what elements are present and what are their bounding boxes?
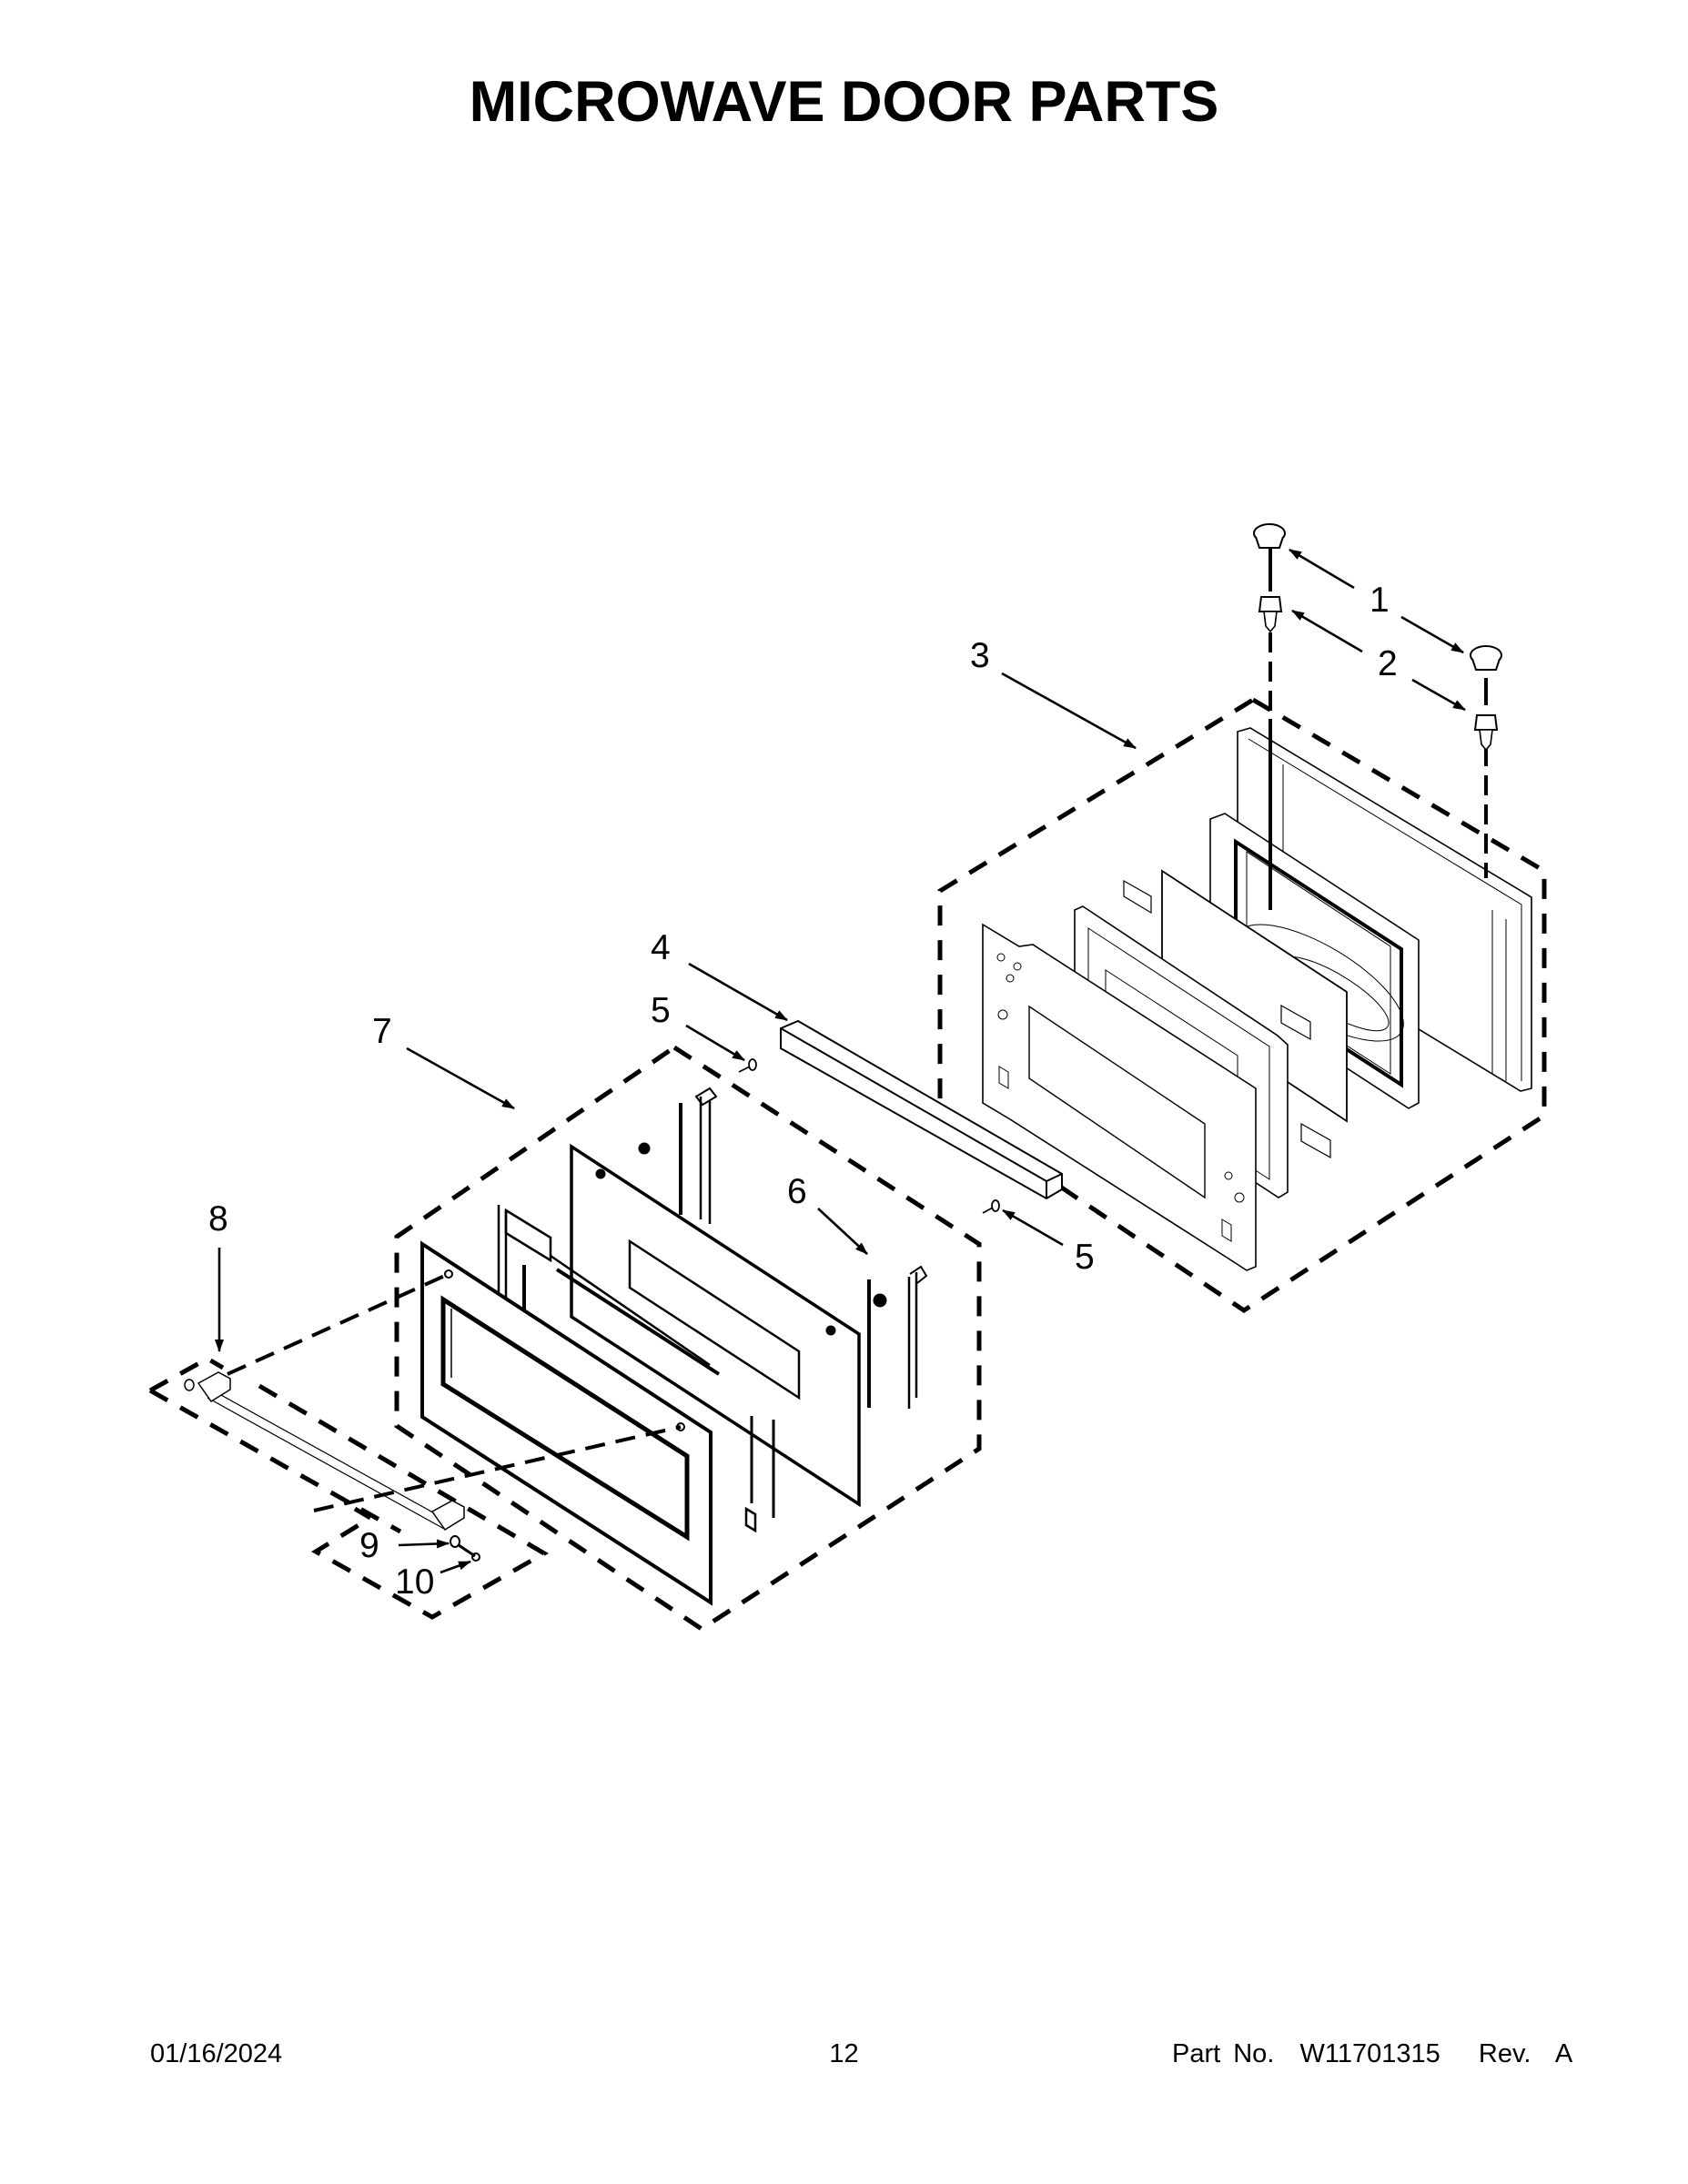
- cap-icon: [1470, 645, 1502, 671]
- handle-boundary: [148, 1356, 549, 1620]
- leader-arrows: [215, 548, 1466, 1574]
- assembly-7-outer-door-group: [394, 1045, 982, 1632]
- assembly-7-boundary: [394, 1045, 982, 1632]
- callout-2: 2: [1378, 644, 1398, 683]
- arrow-7: [406, 1046, 515, 1110]
- screw-icon: [1473, 714, 1499, 752]
- screw-icon: [1258, 596, 1283, 633]
- cap-icon: [1253, 523, 1286, 549]
- arrow-5a: [685, 1024, 745, 1062]
- arrow-10: [440, 1560, 471, 1574]
- outer-door-window: [440, 1295, 690, 1542]
- trim-bar-4: [780, 1019, 1063, 1200]
- arrow-9: [398, 1539, 450, 1549]
- arrow-5b: [1002, 1208, 1064, 1247]
- callout-3: 3: [970, 636, 990, 675]
- callout-1: 1: [1370, 581, 1390, 620]
- callout-8: 8: [208, 1199, 228, 1239]
- arrow-2b: [1411, 678, 1466, 712]
- arrow-1a: [1289, 548, 1355, 590]
- spacer-icon: [450, 1535, 460, 1548]
- arrow-3: [1001, 672, 1137, 750]
- callout-6: 6: [787, 1172, 807, 1211]
- inner-front-plate: [982, 923, 1257, 1271]
- arrow-4: [688, 962, 788, 1022]
- callout-5-right: 5: [1075, 1238, 1095, 1277]
- screw-icon: [982, 1199, 1000, 1214]
- callout-10: 10: [395, 1562, 435, 1602]
- arrow-6: [817, 1208, 868, 1255]
- screw-icon: [738, 1058, 757, 1073]
- footer-part-number: Part No. W11701315 Rev. A: [1172, 2039, 1573, 2068]
- fasteners-1-2-group: [1253, 523, 1502, 910]
- callout-7: 7: [372, 1012, 392, 1051]
- page-title: MICROWAVE DOOR PARTS: [469, 70, 1219, 134]
- arrow-1b: [1400, 615, 1464, 654]
- assembly-3-boundary: [937, 697, 1547, 1313]
- handle-rod: [202, 1384, 445, 1530]
- inner-glass-panel: [1161, 869, 1348, 1123]
- callout-5-top: 5: [651, 991, 671, 1030]
- assembly-3-inner-door-group: [937, 697, 1547, 1313]
- handle-8-group: [148, 1272, 682, 1620]
- callout-9: 9: [359, 1526, 379, 1565]
- callout-4: 4: [651, 928, 671, 967]
- arrow-2a: [1291, 609, 1363, 653]
- inner-front-window: [1028, 1005, 1206, 1199]
- footer-page-number: 12: [829, 2039, 859, 2068]
- footer-date: 01/16/2024: [150, 2039, 283, 2068]
